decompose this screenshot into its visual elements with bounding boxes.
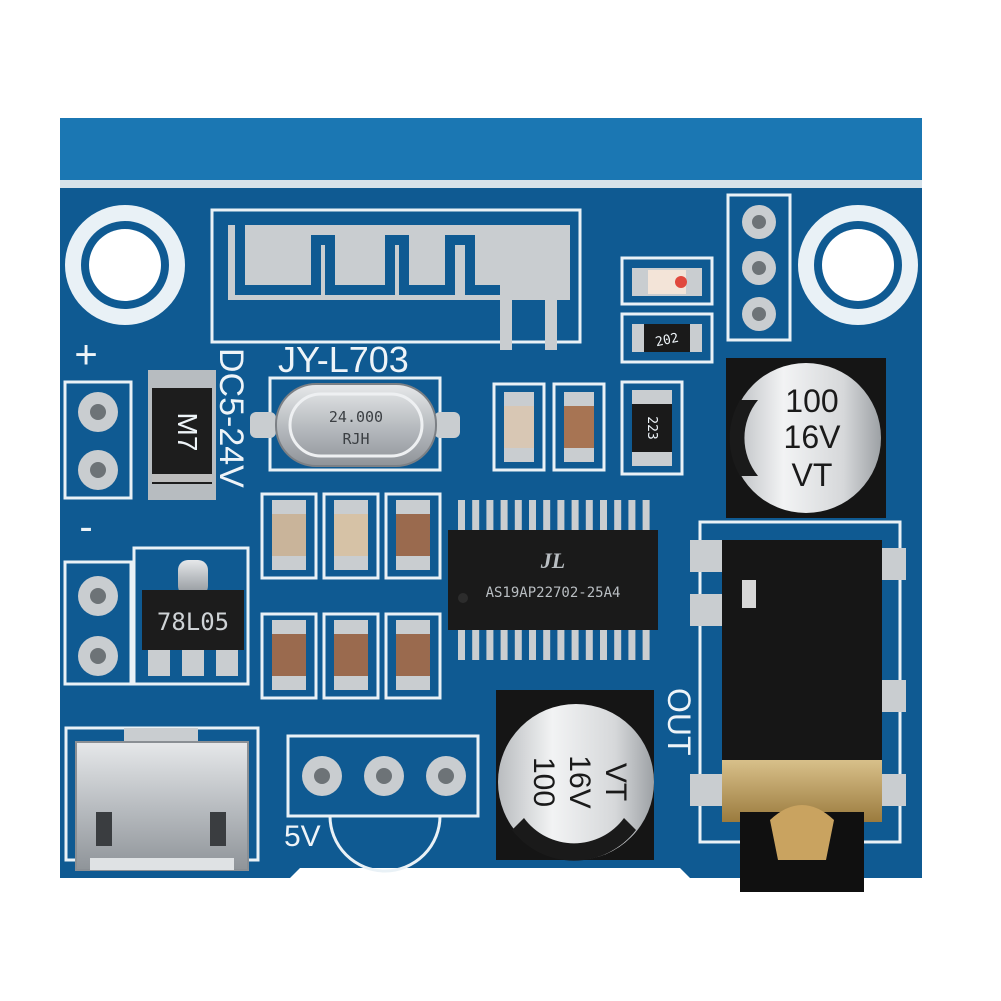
smd-cap-top-1 <box>492 382 546 472</box>
resistor-223-label: 223 <box>644 416 659 439</box>
diode-m7 <box>148 370 216 500</box>
header-5v <box>286 734 480 873</box>
regulator-marking: 78L05 <box>157 608 229 636</box>
mounting-hole-left <box>65 205 185 325</box>
ic-pin <box>458 500 465 534</box>
ic-pin <box>472 630 480 660</box>
main-ic-chip <box>458 500 650 660</box>
smd-cap-row1-1 <box>260 492 318 580</box>
crystal-frequency: 24.000 <box>329 408 383 426</box>
electrolytic-cap-bottom <box>496 690 654 861</box>
cap-bottom-voltage: 16V <box>563 755 596 808</box>
ic-pin <box>529 500 536 534</box>
ic-pin <box>486 500 494 534</box>
ic-pin <box>571 500 579 534</box>
out-label: OUT <box>661 688 697 756</box>
smd-cap-row1-2 <box>322 492 380 580</box>
electrolytic-cap-top <box>726 358 886 518</box>
smd-cap-row2-2 <box>322 612 380 700</box>
cap-top-voltage: 16V <box>784 419 842 455</box>
ic-pin <box>600 500 607 534</box>
diode-marking: M7 <box>172 413 203 452</box>
ic-pin <box>628 630 636 660</box>
ic-pin <box>600 630 607 660</box>
cap-top-value: 100 <box>785 383 838 419</box>
crystal-maker: RJH <box>342 430 369 448</box>
ic-pin <box>486 630 494 660</box>
crystal-oscillator <box>250 376 460 472</box>
edge-line <box>60 180 922 188</box>
ic-pin <box>543 630 551 660</box>
ic-pin <box>585 630 593 660</box>
mounting-hole-right <box>798 205 918 325</box>
ic-pin <box>642 630 650 660</box>
audio-jack <box>690 520 906 892</box>
resistor-202-label: 202 <box>654 331 680 351</box>
smd-cap-top-2 <box>552 382 606 472</box>
ic-pin <box>642 500 650 534</box>
ic-pin <box>557 630 565 660</box>
ic-pin <box>614 500 622 534</box>
resistor-202 <box>620 312 714 364</box>
ic-pin <box>500 630 508 660</box>
header-pins-top <box>726 193 792 342</box>
pcb-antenna <box>210 208 582 350</box>
ic-pin <box>571 630 579 660</box>
ic-pin <box>458 630 465 660</box>
power-pads-plus <box>63 380 133 500</box>
ic-pin <box>514 630 522 660</box>
ic-pin <box>585 500 593 534</box>
power-label: DC5-24V <box>212 348 250 488</box>
main-ic-body <box>448 530 658 630</box>
model-label: JY-L703 <box>278 339 409 380</box>
5v-label: 5V <box>284 820 321 853</box>
cap-top-series: VT <box>792 457 833 493</box>
ic-logo: JL <box>540 548 565 573</box>
led <box>620 256 714 306</box>
ic-pin <box>529 630 536 660</box>
ic-pin1-dot <box>458 593 468 603</box>
resistor-223 <box>620 380 684 476</box>
ic-pin <box>557 500 565 534</box>
plus-label: + <box>74 333 97 377</box>
smd-cap-row1-3 <box>384 492 442 580</box>
ic-pin <box>514 500 522 534</box>
regulator-78l05 <box>132 546 250 686</box>
power-pads-minus <box>63 560 133 686</box>
minus-label: - <box>79 505 92 549</box>
ic-pin <box>500 500 508 534</box>
ic-pin <box>543 500 551 534</box>
smd-cap-row2-3 <box>384 612 442 700</box>
antenna-strip <box>60 118 922 180</box>
ic-pin <box>628 500 636 534</box>
cap-bottom-value: 100 <box>527 757 560 807</box>
smd-cap-row2-1 <box>260 612 318 700</box>
cap-bottom-series: VT <box>599 763 632 801</box>
micro-usb-port <box>64 726 260 871</box>
ic-marking: AS19AP22702-25A4 <box>486 585 621 601</box>
ic-pin <box>614 630 622 660</box>
ic-pin <box>472 500 480 534</box>
